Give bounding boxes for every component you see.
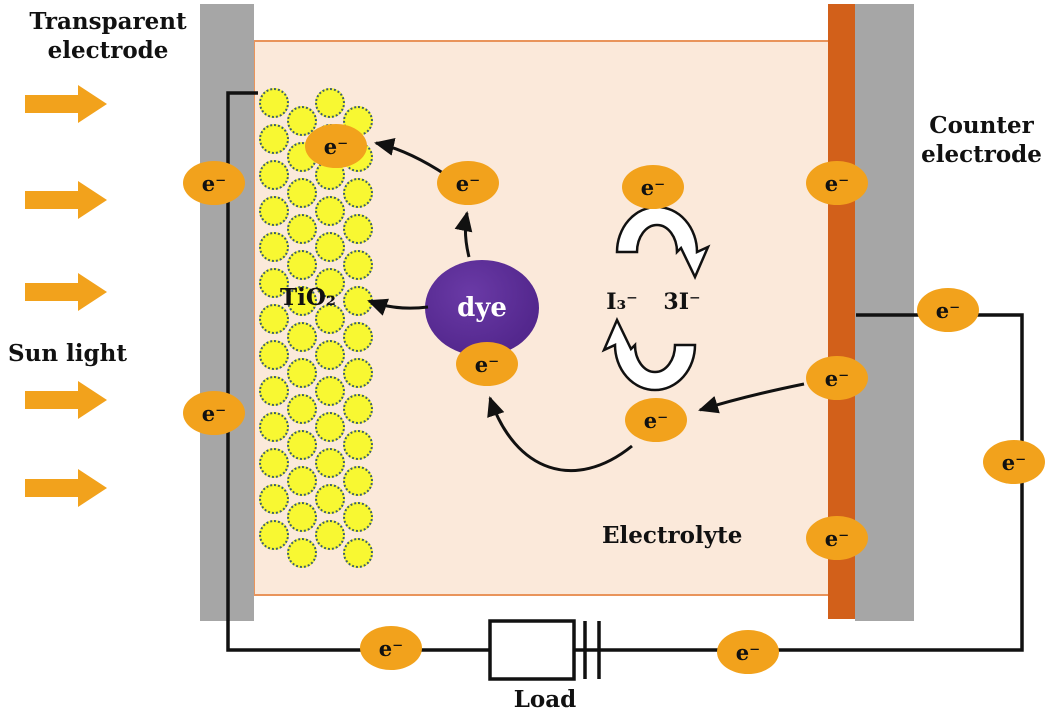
electron-transfer-arrow-to-tio2-top bbox=[374, 138, 447, 177]
electron-badge: e⁻ bbox=[360, 626, 422, 670]
tio2-particle bbox=[259, 448, 289, 478]
sun-light-label: Sun light bbox=[8, 340, 127, 367]
tio2-particle bbox=[343, 250, 373, 280]
tio2-particle bbox=[259, 232, 289, 262]
tio2-particle bbox=[259, 160, 289, 190]
circuit-wire bbox=[226, 91, 1024, 652]
tio2-particle bbox=[259, 376, 289, 406]
sun-ray-arrow bbox=[25, 469, 107, 507]
sun-ray-arrow bbox=[25, 85, 107, 123]
iodide-label: 3I⁻ bbox=[663, 289, 701, 315]
electron-transfer-arrow-dye-excitation bbox=[454, 211, 473, 258]
dye-molecule: dye bbox=[425, 260, 539, 356]
tio2-particle bbox=[315, 88, 345, 118]
electron-badge: e⁻ bbox=[183, 161, 245, 205]
tio2-particle bbox=[259, 88, 289, 118]
tio2-particle bbox=[259, 412, 289, 442]
sun-ray-arrow bbox=[25, 181, 107, 219]
tio2-particle bbox=[259, 196, 289, 226]
triiodide-label: I₃⁻ bbox=[606, 289, 638, 315]
tio2-particle bbox=[315, 232, 345, 262]
tio2-particle bbox=[315, 448, 345, 478]
counter-electrode-label: Counter electrode bbox=[921, 112, 1042, 168]
tio2-particle bbox=[287, 538, 317, 568]
counter-electrode-bar bbox=[855, 4, 914, 621]
tio2-particle bbox=[343, 394, 373, 424]
tio2-particle bbox=[259, 340, 289, 370]
tio2-particle bbox=[343, 358, 373, 388]
electron-badge: e⁻ bbox=[806, 356, 868, 400]
tio2-particle bbox=[259, 124, 289, 154]
electron-transfer-arrow-electrolyte-to-dye bbox=[487, 396, 633, 472]
tio2-particle bbox=[287, 394, 317, 424]
electron-transfer-arrow-counter-to-electrolyte bbox=[698, 382, 805, 414]
tio2-particle bbox=[315, 196, 345, 226]
tio2-particle bbox=[343, 430, 373, 460]
electron-badge: e⁻ bbox=[305, 124, 367, 168]
tio2-particle bbox=[259, 304, 289, 334]
load-label: Load bbox=[513, 686, 577, 713]
electron-badge: e⁻ bbox=[456, 342, 518, 386]
tio2-particle bbox=[343, 502, 373, 532]
tio2-particle bbox=[287, 322, 317, 352]
electron-badge: e⁻ bbox=[917, 288, 979, 332]
redox-cycle-arrow-bottom bbox=[601, 316, 697, 392]
tio2-particle bbox=[259, 520, 289, 550]
electron-badge: e⁻ bbox=[183, 391, 245, 435]
redox-cycle-arrow-top bbox=[615, 205, 711, 281]
tio2-particle bbox=[287, 286, 317, 316]
tio2-particle bbox=[343, 322, 373, 352]
dye-label: dye bbox=[457, 293, 507, 323]
tio2-particle bbox=[343, 538, 373, 568]
electron-badge: e⁻ bbox=[806, 516, 868, 560]
tio2-particle bbox=[315, 412, 345, 442]
tio2-particle bbox=[287, 214, 317, 244]
tio2-particle bbox=[315, 340, 345, 370]
electron-badge: e⁻ bbox=[437, 161, 499, 205]
tio2-particle bbox=[315, 484, 345, 514]
tio2-particle bbox=[343, 466, 373, 496]
sun-ray-arrow bbox=[25, 381, 107, 419]
tio2-particle bbox=[343, 178, 373, 208]
tio2-particle bbox=[315, 520, 345, 550]
transparent-electrode-label: Transparent electrode bbox=[29, 8, 187, 64]
load-box bbox=[488, 619, 576, 681]
tio2-particle bbox=[315, 304, 345, 334]
tio2-particle bbox=[287, 466, 317, 496]
tio2-label: TiO₂ bbox=[280, 284, 336, 311]
tio2-particle bbox=[315, 268, 345, 298]
tio2-particle bbox=[287, 502, 317, 532]
tio2-particle bbox=[259, 268, 289, 298]
sun-ray-arrow bbox=[25, 273, 107, 311]
electrolyte-label: Electrolyte bbox=[602, 522, 743, 549]
electron-badge: e⁻ bbox=[983, 440, 1045, 484]
tio2-particle bbox=[343, 214, 373, 244]
electron-badge: e⁻ bbox=[622, 165, 684, 209]
tio2-particle bbox=[287, 178, 317, 208]
tio2-particle bbox=[259, 484, 289, 514]
electron-badge: e⁻ bbox=[717, 630, 779, 674]
tio2-particle bbox=[287, 358, 317, 388]
electron-badge: e⁻ bbox=[806, 161, 868, 205]
electron-badge: e⁻ bbox=[625, 398, 687, 442]
tio2-particle bbox=[315, 376, 345, 406]
tio2-particle bbox=[287, 250, 317, 280]
electron-transfer-arrow-dye-to-tio2 bbox=[367, 298, 429, 316]
tio2-particle bbox=[287, 430, 317, 460]
